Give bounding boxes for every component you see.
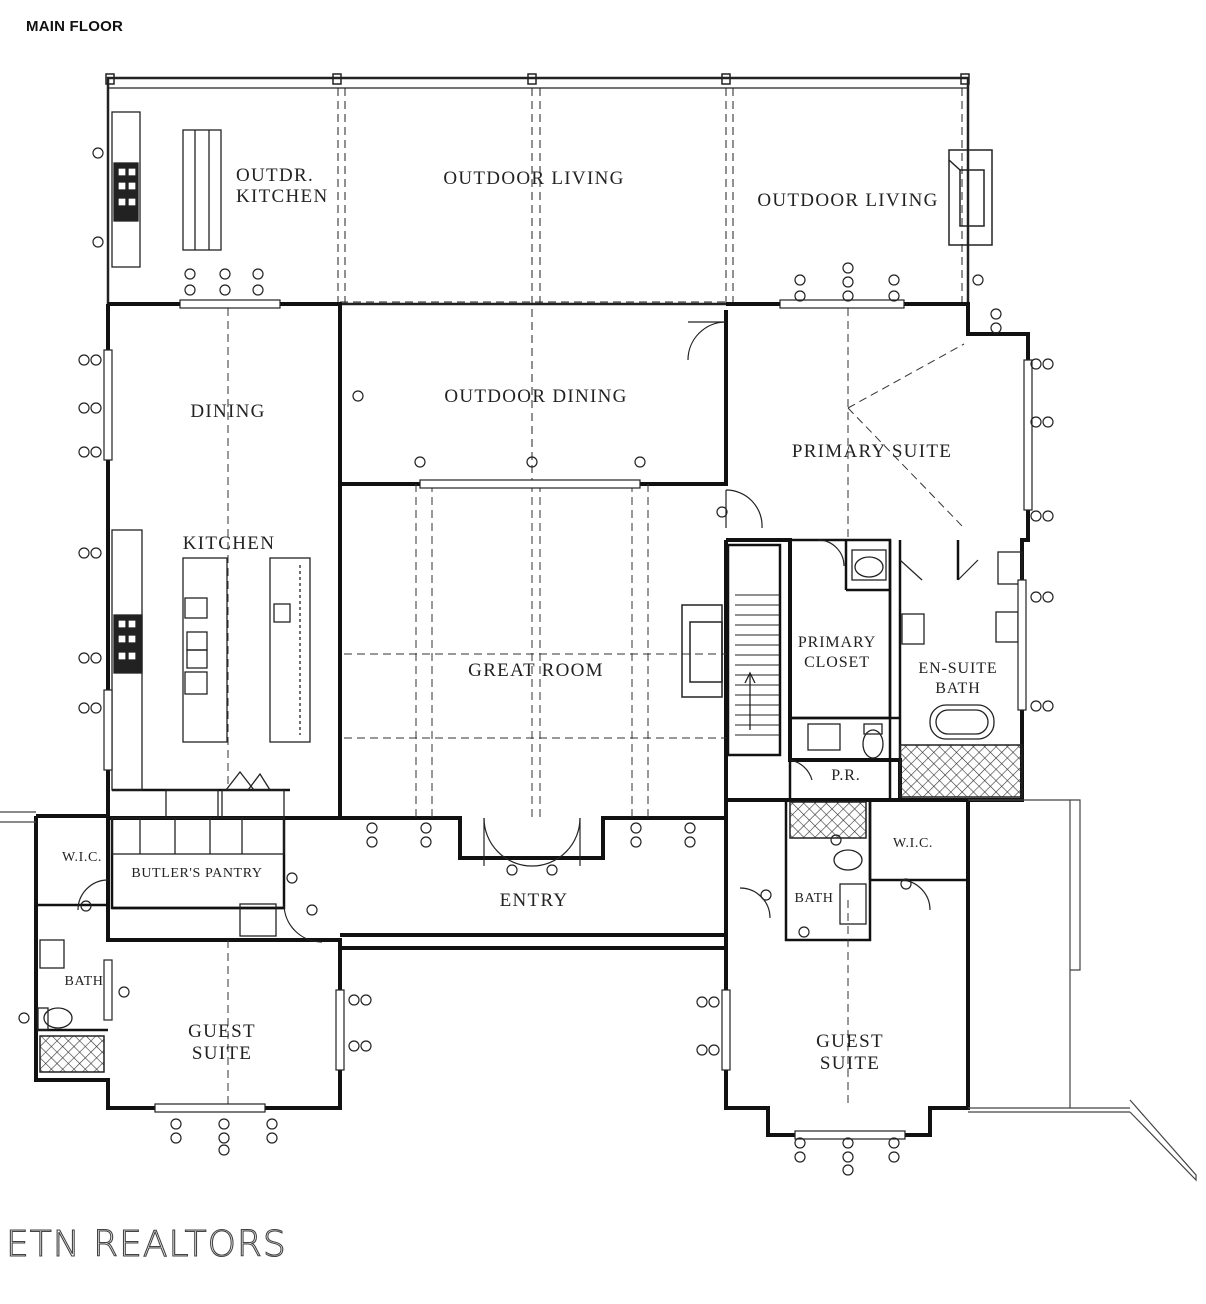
label-en-suite-bath-2: BATH [935, 680, 980, 697]
garage-outline [968, 799, 1197, 1182]
label-outdoor-living-center: OUTDOOR LIVING [443, 168, 624, 189]
label-primary-closet-2: CLOSET [804, 654, 870, 671]
room-labels: OUTDR. KITCHEN OUTDOOR LIVING OUTDOOR LI… [62, 165, 997, 1074]
light-fixtures [18, 147, 1054, 1176]
outdoor-fireplace [948, 149, 993, 246]
label-entry: ENTRY [500, 890, 569, 911]
label-wic-left: W.I.C. [62, 850, 102, 865]
label-bath-left: BATH [65, 974, 104, 989]
label-en-suite-bath: EN-SUITE [918, 660, 997, 677]
kitchen-fixtures [111, 529, 311, 937]
label-dining: DINING [190, 401, 265, 422]
label-outdoor-dining: OUTDOOR DINING [444, 386, 627, 407]
label-guest-suite-right-2: SUITE [820, 1053, 880, 1074]
bath-fixtures [37, 549, 1023, 1073]
ceiling-grid-lines [227, 308, 965, 1108]
label-guest-suite-left: GUEST [188, 1021, 256, 1042]
exterior-stub [0, 811, 36, 823]
label-guest-suite-right: GUEST [816, 1031, 884, 1052]
label-primary-suite: PRIMARY SUITE [792, 441, 952, 462]
windows [103, 299, 1033, 1140]
brand-watermark: ETN REALTORS [5, 1223, 287, 1265]
page-title: MAIN FLOOR [26, 18, 123, 35]
label-guest-suite-left-2: SUITE [192, 1043, 252, 1064]
great-room-fireplace [681, 604, 723, 698]
label-wic-right: W.I.C. [893, 836, 933, 851]
label-outdoor-kitchen-2: KITCHEN [236, 186, 328, 207]
outdoor-kitchen-fixtures [111, 111, 222, 268]
label-primary-closet: PRIMARY [798, 634, 876, 651]
label-bath-right: BATH [795, 891, 834, 906]
staircase [735, 594, 780, 736]
label-great-room: GREAT ROOM [468, 660, 604, 681]
label-outdoor-kitchen: OUTDR. [236, 165, 314, 186]
label-kitchen: KITCHEN [183, 533, 275, 554]
interior-walls [36, 538, 968, 1032]
label-butlers-pantry: BUTLER'S PANTRY [131, 866, 262, 881]
label-outdoor-living-right: OUTDOOR LIVING [757, 190, 938, 211]
label-powder-room: P.R. [831, 767, 860, 784]
outdoor-covered-area [105, 73, 970, 480]
